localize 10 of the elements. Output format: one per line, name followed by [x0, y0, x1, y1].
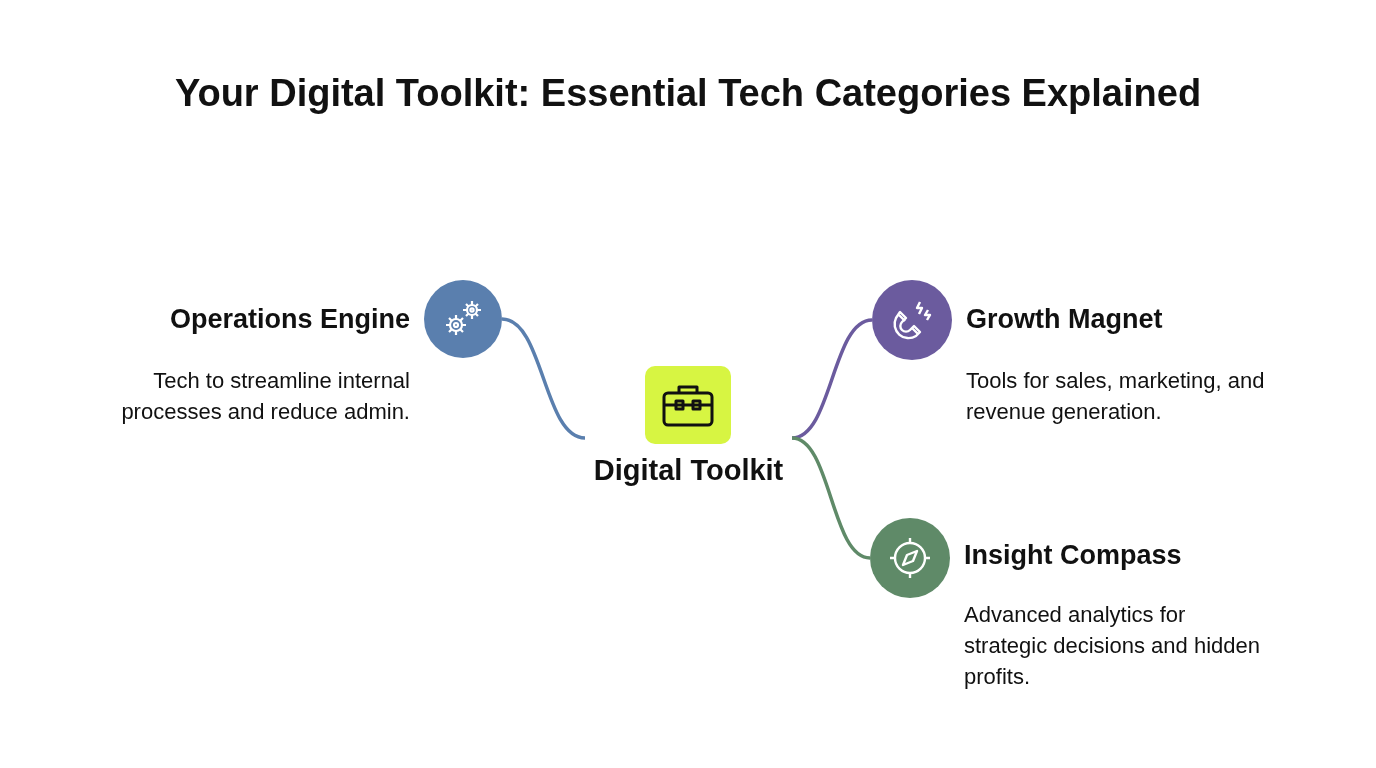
- node-description: Advanced analytics for strategic decisions and hidden profits.: [964, 601, 1261, 691]
- connector-line: [501, 317, 586, 440]
- node-description: Tools for sales, marketing, and revenue generation.: [966, 367, 1266, 426]
- diagram-title: Your Digital Toolkit: Essential Tech Categories Explained: [174, 72, 1202, 114]
- node-heading: Growth Magnet: [966, 304, 1163, 335]
- node-heading: Insight Compass: [964, 540, 1182, 571]
- node-heading: Digital Toolkit: [592, 454, 785, 487]
- node-heading: Operations Engine: [169, 304, 410, 335]
- connector-line: [791, 436, 871, 560]
- node-description: Tech to streamline internal processes and reduce admin.: [120, 367, 410, 426]
